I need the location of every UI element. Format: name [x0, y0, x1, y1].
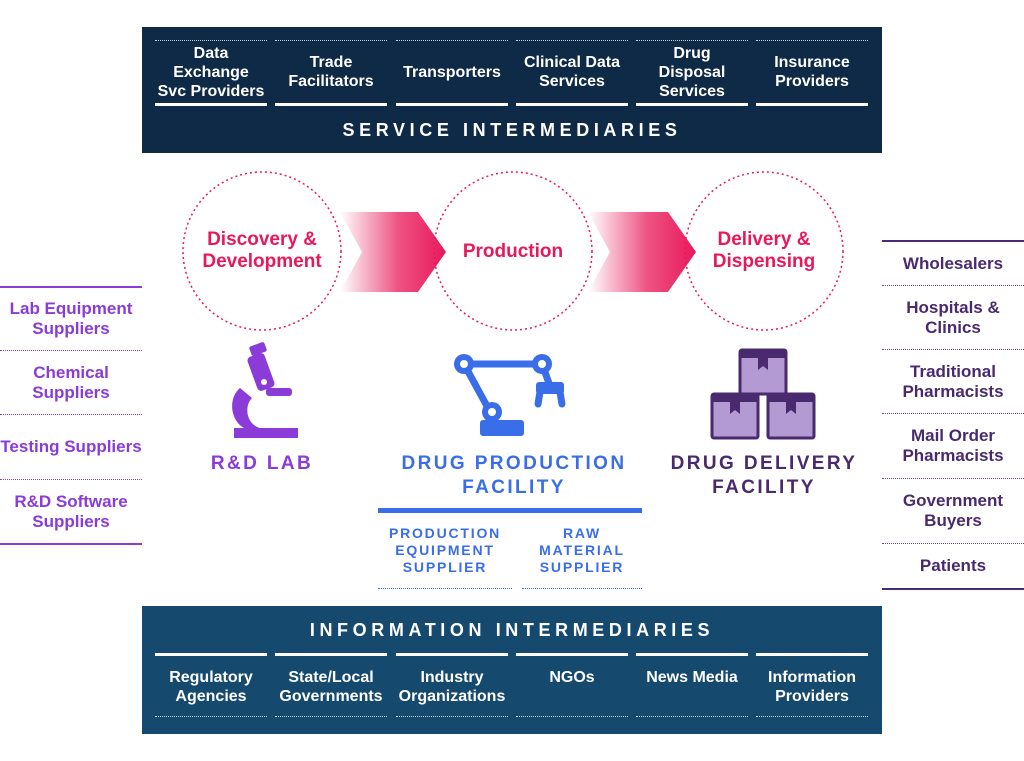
raw-material-supplier: RAW MATERIAL SUPPLIER [539, 525, 625, 575]
stage-circle-production [433, 171, 593, 331]
right-list-top-rule [882, 240, 1024, 242]
information-item: Industry Organizations [396, 653, 508, 717]
stage-label-discovery: Discovery & Development [202, 229, 322, 272]
stage-label-production: Production [462, 241, 564, 262]
stage-circle-delivery [684, 171, 844, 331]
right-customer-item: Patients [882, 544, 1024, 590]
microscope-icon [232, 342, 298, 438]
robot-arm-icon [454, 354, 566, 436]
stage-label-delivery: Delivery & Dispensing [712, 229, 816, 272]
information-item: Information Providers [756, 653, 868, 717]
service-item: Data Exchange Svc Providers [155, 40, 267, 106]
left-list-top-rule [0, 286, 142, 288]
service-item: Trade Facilitators [275, 40, 387, 106]
service-intermediaries-band [142, 27, 882, 153]
left-supplier-item: R&D Software Suppliers [0, 480, 142, 545]
flow-arrow-1 [340, 212, 446, 292]
right-customer-item: Traditional Pharmacists [882, 350, 1024, 414]
information-item: State/Local Governments [275, 653, 387, 717]
service-item: Insurance Providers [756, 40, 868, 106]
information-item: News Media [636, 653, 748, 717]
right-customer-item: Wholesalers [882, 242, 1024, 286]
right-customer-item: Government Buyers [882, 479, 1024, 544]
information-intermediaries-band [142, 606, 882, 734]
service-item: Drug Disposal Services [636, 40, 748, 106]
right-customer-item: Mail Order Pharmacists [882, 414, 1024, 479]
service-item: Transporters [396, 40, 508, 106]
drug-production-facility-label: DRUG PRODUCTION FACILITY [401, 453, 627, 498]
left-supplier-item: Testing Suppliers [0, 415, 142, 480]
left-supplier-item: Chemical Suppliers [0, 351, 142, 415]
rd-lab-label: R&D LAB [210, 453, 314, 474]
information-item: Regulatory Agencies [155, 653, 267, 717]
supplier-underline [378, 588, 512, 589]
boxes-icon [710, 348, 816, 440]
right-customer-item: Hospitals & Clinics [882, 286, 1024, 350]
information-intermediaries-title: INFORMATION INTERMEDIARIES [309, 620, 715, 640]
left-supplier-item: Lab Equipment Suppliers [0, 288, 142, 351]
supplier-underline [522, 588, 642, 589]
stage-circle-discovery [182, 171, 342, 331]
drug-delivery-facility-label: DRUG DELIVERY FACILITY [670, 453, 858, 498]
production-divider [378, 508, 642, 513]
service-intermediaries-title: SERVICE INTERMEDIARIES [342, 120, 682, 140]
production-equipment-supplier: PRODUCTION EQUIPMENT SUPPLIER [388, 525, 502, 575]
information-item: NGOs [516, 653, 628, 717]
flow-arrow-2 [588, 212, 696, 292]
service-item: Clinical Data Services [516, 40, 628, 106]
